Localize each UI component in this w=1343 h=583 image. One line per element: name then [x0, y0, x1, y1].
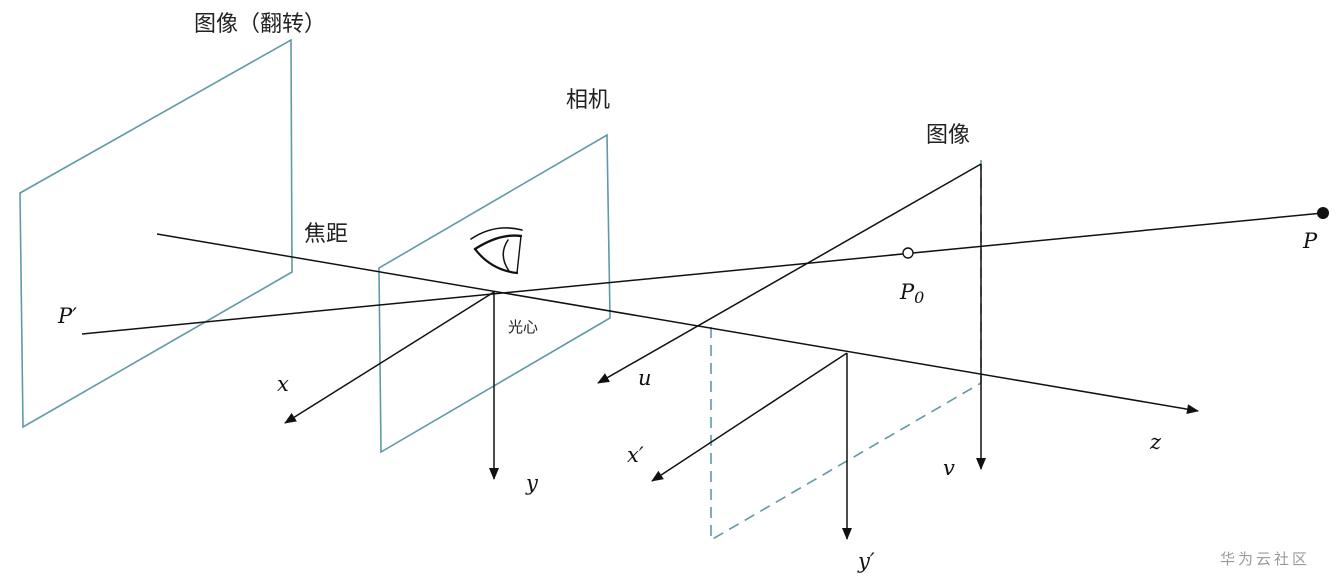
x-prime-axis-label: x′ [627, 443, 644, 467]
p0-label-sub: 0 [914, 288, 924, 307]
flipped-image-label: 图像（翻转） [194, 12, 326, 37]
image-label: 图像 [926, 123, 970, 148]
image-plane-dashed-edge [710, 160, 982, 542]
flipped-image-plane [19, 38, 293, 429]
camera-label: 相机 [566, 88, 610, 113]
u-axis-label: u [638, 366, 652, 390]
y-axis-label: y [525, 471, 539, 495]
watermark: 华为云社区 [1220, 550, 1310, 568]
x-axis-label: x [277, 372, 289, 396]
p0-label: P0 [899, 280, 924, 307]
u-axis [597, 163, 982, 384]
point-p-marker [1317, 207, 1329, 219]
v-axis-label: v [943, 456, 955, 480]
p-prime-label: P′ [57, 304, 77, 328]
camera-plane [378, 133, 611, 454]
z-axis [156, 233, 1199, 415]
optical-center-label: 光心 [508, 318, 538, 336]
p0-label-main: P [899, 280, 915, 304]
y-prime-axis-label: y′ [857, 549, 875, 573]
x-prime-axis [651, 352, 848, 482]
eye-icon [470, 227, 523, 275]
x-axis [284, 291, 495, 424]
projection-ray [81, 212, 1324, 335]
z-axis-label: z [1149, 430, 1162, 454]
p-label: P [1302, 229, 1318, 253]
point-p0-marker [902, 247, 914, 259]
focal-length-label: 焦距 [304, 222, 348, 247]
